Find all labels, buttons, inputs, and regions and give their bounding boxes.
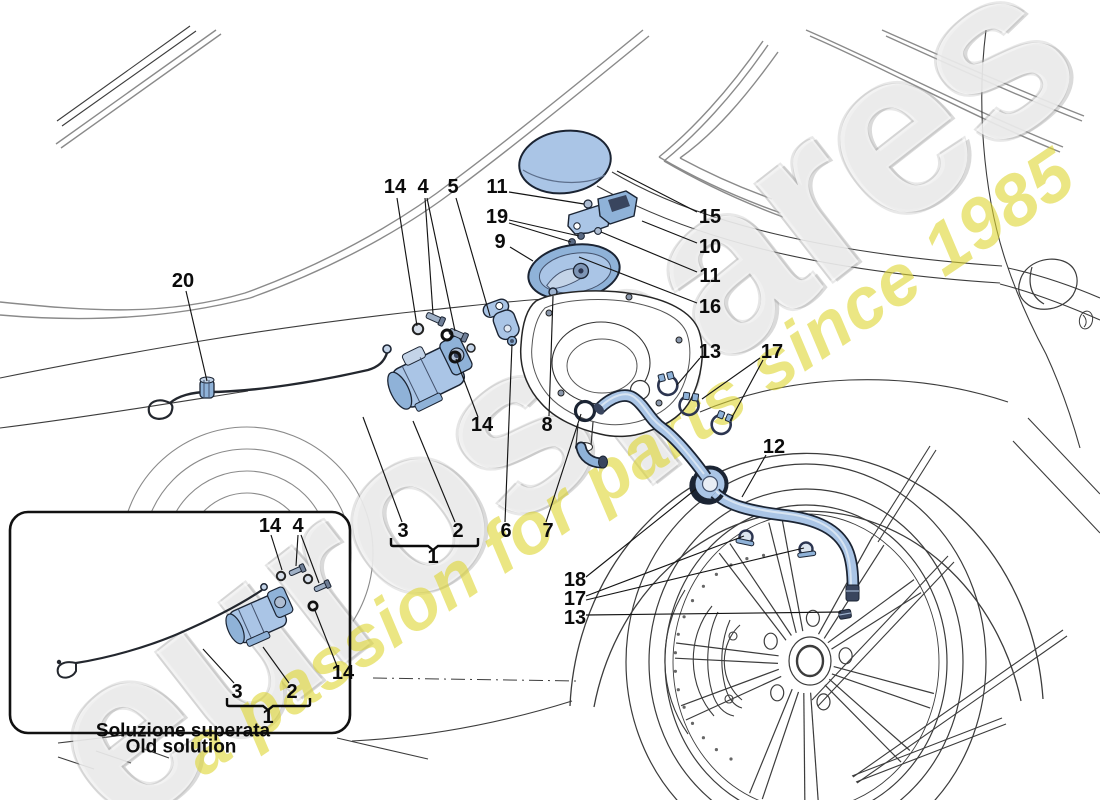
inset-box-background [10,512,350,733]
actuator-fasteners [411,312,476,364]
fuel-filler-flap-lid [518,129,612,195]
bracket-nut-hole [510,339,514,343]
door-handle [1018,258,1078,310]
rear-wheel [625,463,987,800]
brake-disc [664,553,766,761]
inset-box-border [8,510,352,735]
tube-clips [735,529,852,620]
drain-tube [593,389,860,602]
fender-emblem [1078,310,1094,330]
group-brackets [225,538,480,712]
inset-old-actuator [56,563,332,679]
flap-release-actuator [147,335,473,420]
body-curves-gray [0,29,1085,320]
filler-housing-bowl [519,290,704,453]
drain-elbow-fitting [575,441,608,469]
body-curves-dark [0,25,1100,770]
leader-lines [185,170,842,684]
cable-grommet [199,376,215,399]
mounting-bracket [482,298,520,341]
suspension-arms [811,445,1068,784]
gasket-ring [573,399,597,423]
